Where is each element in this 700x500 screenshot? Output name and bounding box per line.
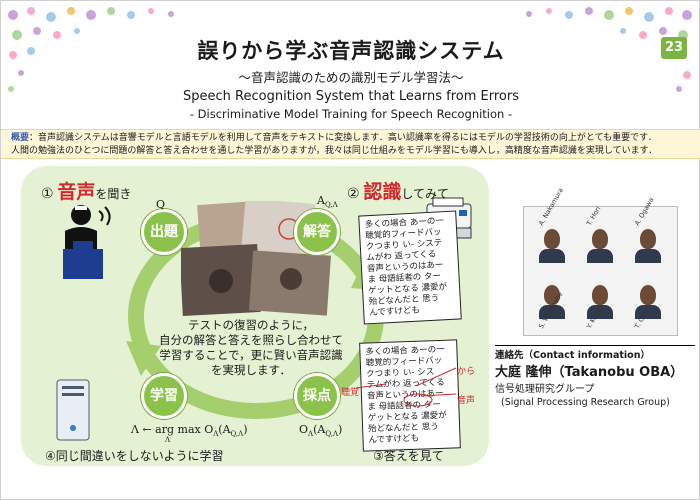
formula-under: Λ (165, 436, 171, 445)
abstract-label: 概要 (11, 133, 30, 143)
contact-info: 連絡先（Contact information） 大庭 隆伸（Takanobu … (495, 345, 695, 409)
contact-group: 信号処理研究グループ (495, 384, 595, 395)
learning-formula: Λ ← arg max OΛ(AQ,Λ) Λ (131, 423, 248, 444)
step-3-label: ③答えを見て (373, 449, 444, 463)
label-ol-close: ) (338, 423, 343, 436)
formula-left: Λ ← arg max O (131, 423, 214, 436)
step-1-number: ① (41, 186, 54, 202)
subtitle-english: - Discriminative Model Training for Spee… (189, 107, 513, 121)
subtitle-japanese: 〜音声認識のための識別モデル学習法〜 (238, 70, 464, 85)
computer-icon (56, 379, 90, 441)
person-photo (634, 229, 662, 263)
contact-name: 大庭 隆伸（Takanobu OBA） (495, 365, 684, 380)
step-4-label: ④同じ間違いをしないように学習 (45, 449, 224, 463)
step-1-keyword: 音声 (57, 181, 96, 203)
correction-mark-bo: 聴覚 (341, 388, 360, 398)
person-photo (538, 285, 566, 319)
person-photo (538, 229, 566, 263)
center-line-4: を実現します． (210, 363, 292, 377)
title-english: Speech Recognition System that Learns fr… (183, 89, 519, 104)
person-name: A. Ogawa (633, 196, 656, 227)
abstract-box: 概要：音声認識システムは音響モデルと言語モデルを利用して音声をテキストに変換しま… (1, 129, 700, 159)
label-q: Q (156, 198, 166, 211)
person-name: A. Nakamura (537, 186, 566, 227)
team-photo-panel: A. Nakamura T. Hori A. Ogawa S. Watanabe… (523, 187, 678, 336)
person-photo (586, 285, 614, 319)
label-a-main: A (317, 194, 325, 207)
step-2-keyword: 認識 (363, 181, 402, 203)
formula-arg: (A (218, 423, 231, 436)
contact-label: 連絡先（Contact information） (495, 345, 695, 362)
badge-question: 出題 (141, 209, 187, 255)
label-ol-main: O (299, 423, 309, 436)
label-ol: OΛ(AQ,Λ) (299, 423, 342, 438)
study-photo-collage (181, 201, 331, 316)
step-2-number: ② (347, 186, 360, 202)
badge-answer: 解答 (294, 209, 340, 255)
person-name: T. Hori (585, 205, 603, 227)
corner-pattern-left (8, 7, 174, 92)
formula-close: ) (243, 423, 248, 436)
center-explanation: テストの復習のように， 自分の解答と答えを照らし合わせて 学習することで，更に賢… (146, 318, 356, 378)
abstract-line-1: 概要：音声認識システムは音響モデルと言語モデルを利用して音声をテキストに変換しま… (11, 133, 657, 143)
page-number: 23 (661, 37, 687, 59)
title-japanese: 誤りから学ぶ音声認識システム (197, 39, 505, 63)
step-1-text: を聞き (95, 187, 132, 201)
label-a: AQ,Λ (317, 194, 338, 209)
formula-arg-sub: Q,Λ (230, 430, 244, 439)
person-photo (586, 229, 614, 263)
label-ol-sub: Λ (308, 430, 314, 439)
speaker-podium-icon (63, 205, 111, 279)
center-line-3: 学習することで，更に賢い音声認識 (159, 348, 343, 362)
person-photo (634, 285, 662, 319)
badge-learning: 学習 (141, 373, 187, 419)
contact-group-english: (Signal Processing Research Group) (501, 397, 670, 408)
label-a-sub: Q,Λ (324, 201, 338, 210)
center-line-1: テストの復習のように， (188, 318, 314, 332)
correction-mark-onsei: 音声 (457, 396, 476, 406)
label-ol-arg-sub: Q,Λ (325, 430, 339, 439)
recognition-result-paper: 多くの場合 あーの一 聴覚的フィードバッ クつまり い- システ ムがわ 返って… (358, 210, 462, 325)
step-1-label: ① 音声を聞き (41, 177, 131, 204)
label-ol-arg: (A (313, 423, 326, 436)
abstract-text-1: 音声認識システムは音響モデルと言語モデルを利用して音声をテキストに変換します．高… (38, 133, 657, 143)
correction-mark-kara: から (457, 367, 476, 377)
badge-grading: 採点 (294, 373, 340, 419)
correction-lines (356, 367, 457, 407)
formula-sub: Λ (213, 430, 219, 439)
paper-bottom-line: んですけども (368, 433, 420, 446)
center-line-2: 自分の解答と答えを照らし合わせて (159, 333, 343, 347)
abstract-line-2: 人間の勉強法のひとつに問題の解答と答え合わせを通した学習がありますが，我々は同じ… (11, 146, 658, 156)
